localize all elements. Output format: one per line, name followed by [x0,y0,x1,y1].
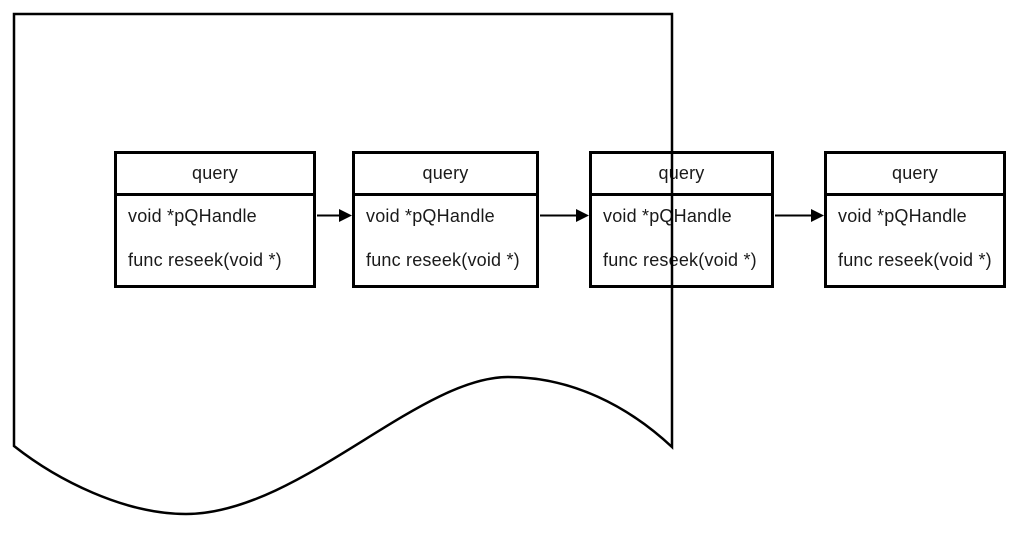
page-outline-shape [12,12,674,516]
query-node-1-field-reseek: func reseek(void *) [128,250,282,270]
query-node-4-body: void *pQHandle func reseek(void *) [827,196,1003,272]
arrow-node2-to-node3 [540,209,589,222]
arrow-2-head-icon [576,209,589,222]
arrow-node3-to-node4 [775,209,824,222]
query-node-3-field-reseek: func reseek(void *) [603,250,757,270]
query-node-4: query void *pQHandle func reseek(void *) [824,151,1006,288]
query-node-2-body: void *pQHandle func reseek(void *) [355,196,536,272]
query-node-4-field-reseek: func reseek(void *) [838,250,992,270]
query-node-3: query void *pQHandle func reseek(void *) [589,151,774,288]
arrow-3-head-icon [811,209,824,222]
query-node-2-field-reseek: func reseek(void *) [366,250,520,270]
query-node-4-field-pqhandle: void *pQHandle [838,206,967,226]
query-node-2-title: query [355,154,536,196]
arrow-node1-to-node2 [317,209,352,222]
query-node-2: query void *pQHandle func reseek(void *) [352,151,539,288]
query-node-1-field-pqhandle: void *pQHandle [128,206,257,226]
query-node-4-title: query [827,154,1003,196]
query-node-1-body: void *pQHandle func reseek(void *) [117,196,313,272]
arrow-1-head-icon [339,209,352,222]
query-node-3-field-pqhandle: void *pQHandle [603,206,732,226]
query-node-1-title: query [117,154,313,196]
query-node-3-title: query [592,154,771,196]
query-node-3-body: void *pQHandle func reseek(void *) [592,196,771,272]
query-node-1: query void *pQHandle func reseek(void *) [114,151,316,288]
query-node-2-field-pqhandle: void *pQHandle [366,206,495,226]
